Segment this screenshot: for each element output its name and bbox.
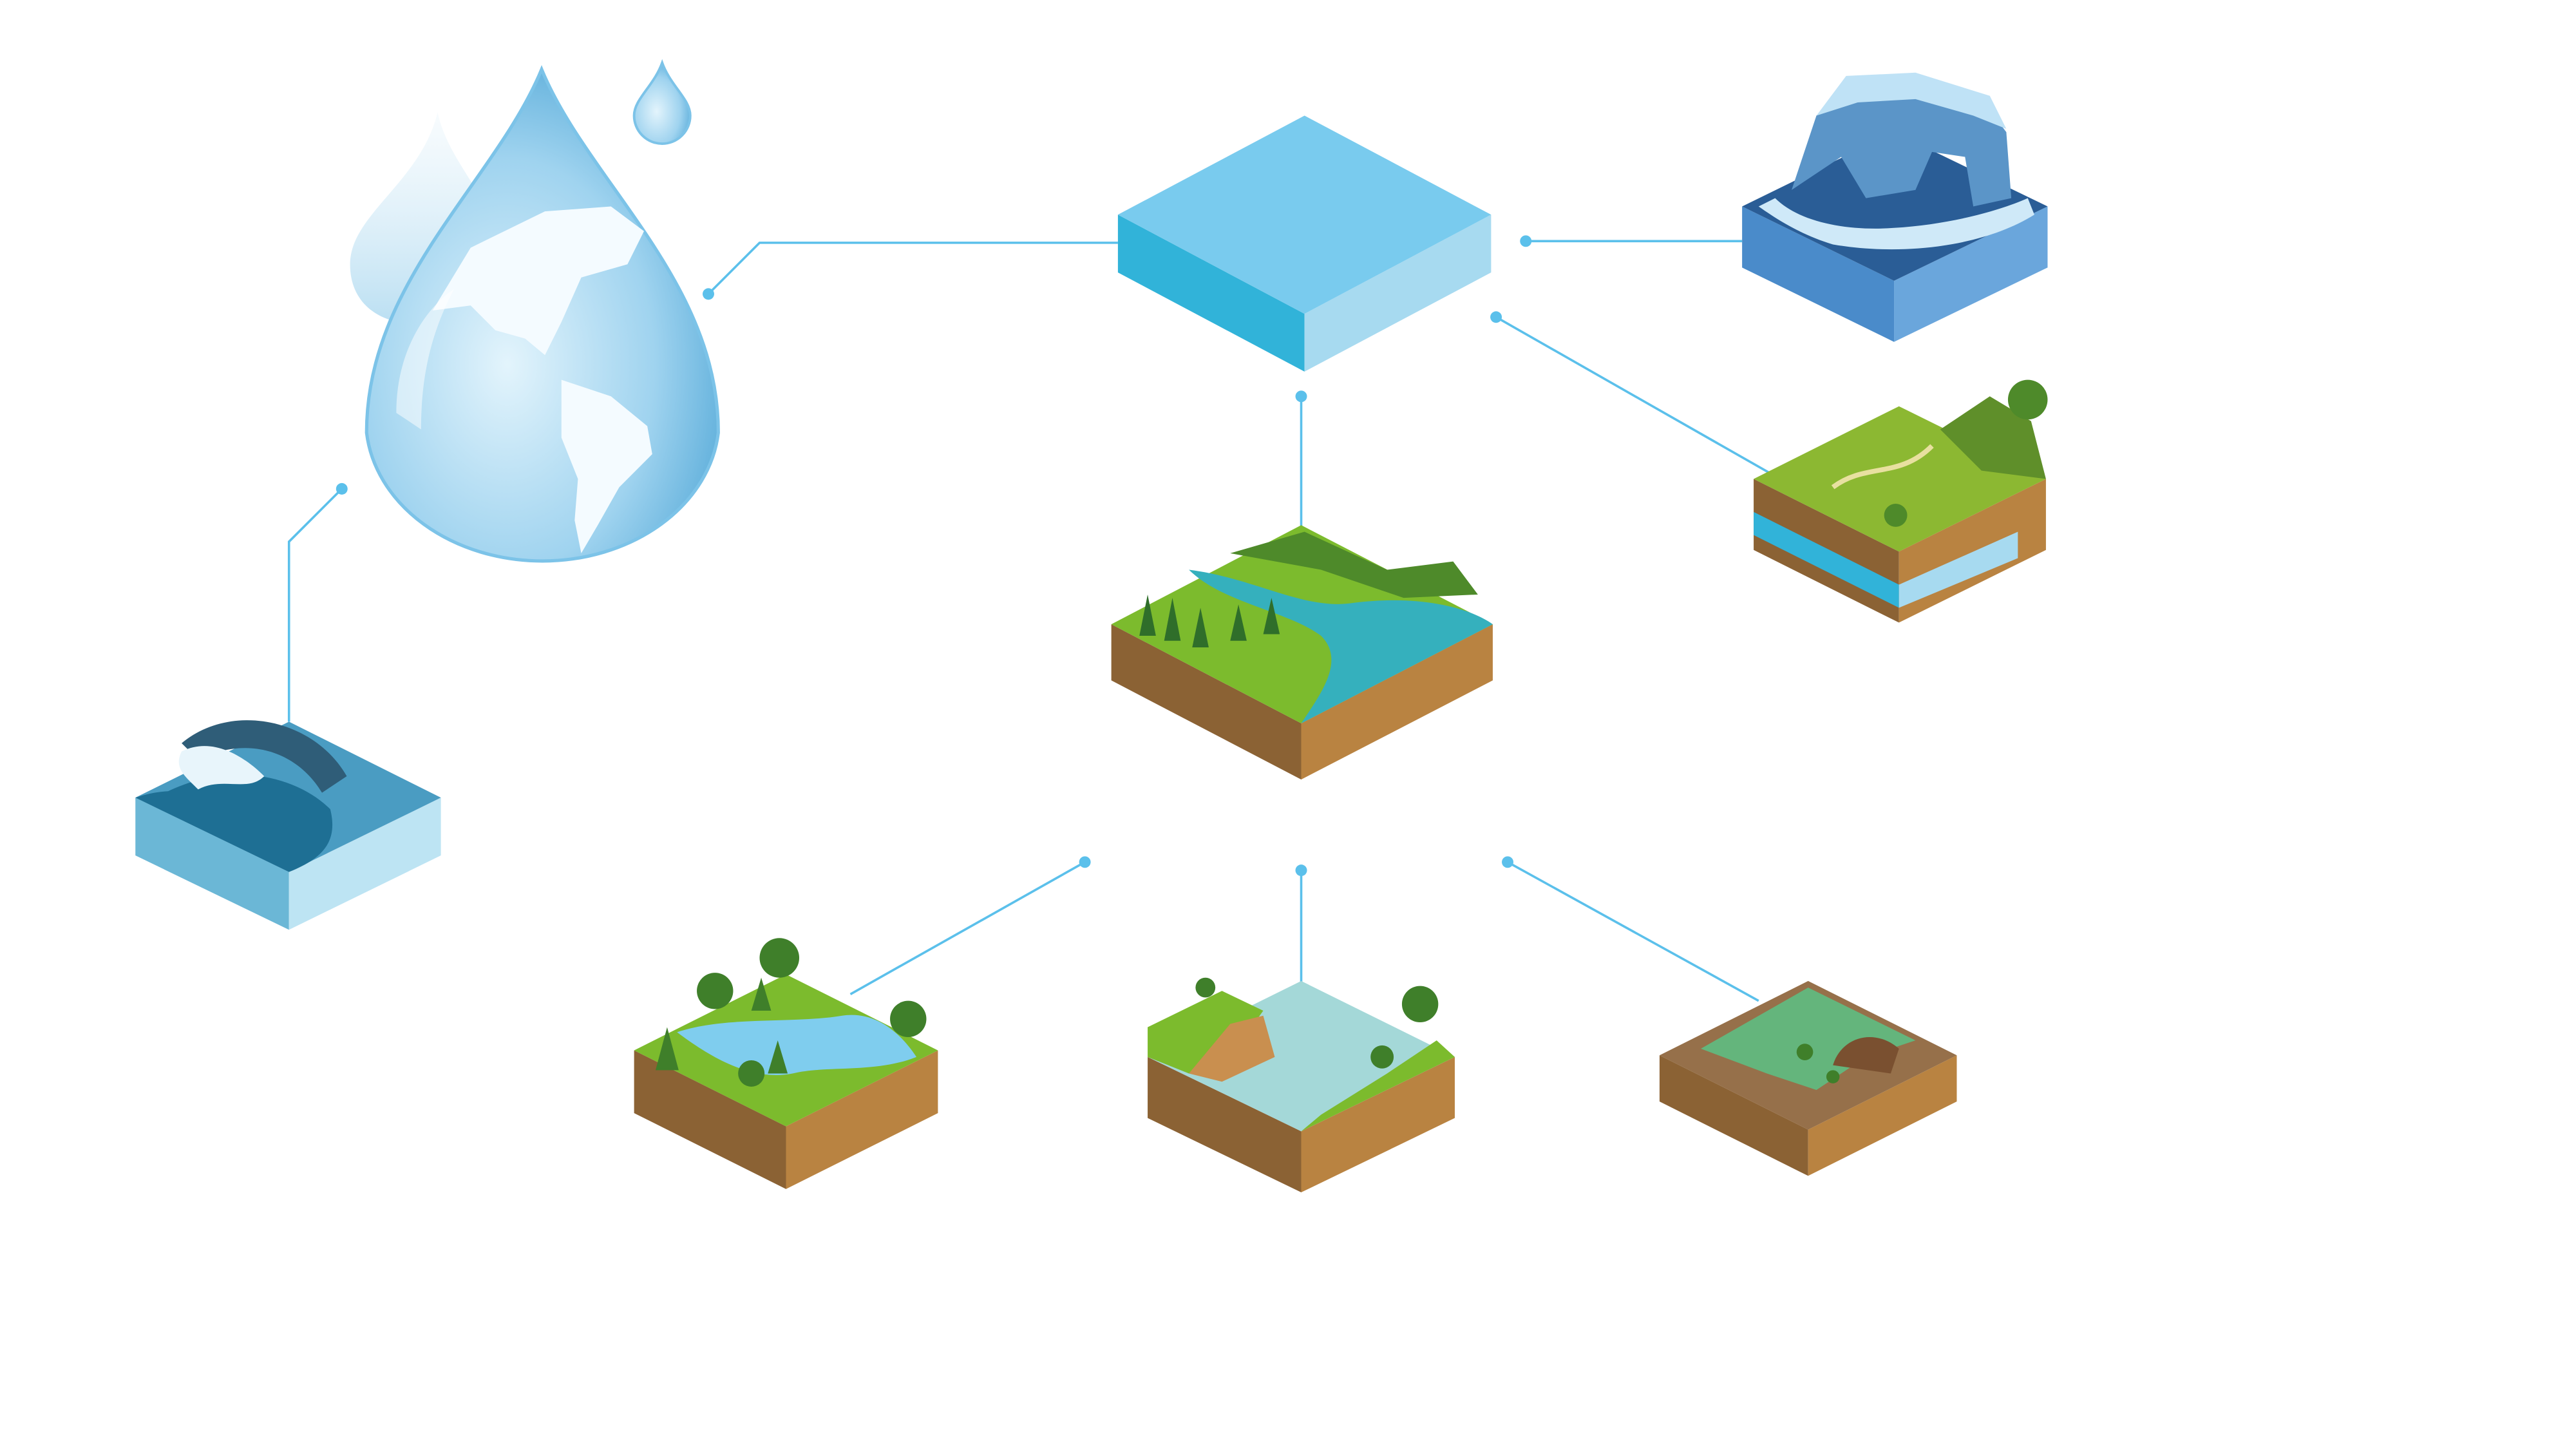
wave-crest	[182, 720, 347, 793]
link-dot	[1079, 856, 1091, 868]
ice-cap-icon	[1742, 72, 2048, 342]
water-block-icon	[1117, 115, 1492, 372]
wave-foam	[178, 746, 265, 790]
tree-icon	[1370, 1045, 1394, 1069]
aquifer-right	[1899, 531, 2018, 608]
soil-left-face	[634, 1050, 786, 1189]
aquifer-icon	[1754, 379, 2048, 623]
water-right-face	[1304, 215, 1492, 372]
link-globe-ocean	[287, 488, 343, 722]
grass-right	[1301, 1040, 1455, 1132]
marsh	[1701, 987, 1916, 1091]
forest-lake-icon	[634, 938, 938, 1189]
soil-right-face	[1301, 624, 1493, 780]
water-left-face	[1117, 215, 1305, 372]
tree-icon	[2007, 379, 2048, 420]
soil-right-face	[1301, 1056, 1455, 1193]
link-dot	[1502, 856, 1513, 868]
link-dot	[1295, 864, 1307, 877]
ice-left-face	[1742, 206, 1895, 342]
grass-left	[1148, 991, 1264, 1074]
tree-icon	[1192, 607, 1209, 648]
lake	[677, 1015, 917, 1075]
link-dot	[336, 482, 348, 495]
hills	[1230, 531, 1478, 598]
tree-icon	[1230, 604, 1247, 641]
tree-icon	[1139, 594, 1156, 636]
droplet-highlight	[396, 289, 455, 430]
burrow	[1833, 1036, 1899, 1074]
cliff-lake-icon	[1148, 977, 1455, 1193]
ice-right-face	[1894, 206, 2048, 342]
river-land-icon	[1111, 525, 1493, 780]
tree-icon	[1164, 598, 1181, 641]
americas-continent	[432, 206, 652, 553]
tree-icon	[1195, 977, 1216, 998]
link-dot	[1490, 311, 1502, 323]
ocean-right-face	[289, 797, 441, 930]
link-surface-wetland	[1507, 861, 1759, 1002]
wetland-icon	[1659, 980, 1957, 1176]
bush-icon	[1884, 503, 1908, 527]
grass-top	[1754, 406, 2046, 552]
ocean-left-face	[135, 797, 289, 930]
link-surface-forest	[849, 861, 1086, 995]
bush-icon	[1826, 1070, 1840, 1083]
soil-left-face	[1659, 1055, 1808, 1176]
link-dot	[1295, 390, 1307, 403]
trees	[1139, 594, 1280, 648]
river	[1189, 569, 1493, 723]
cliff	[1189, 1015, 1275, 1082]
link-dot	[1520, 235, 1532, 247]
small-droplet	[632, 59, 692, 145]
tree-icon	[697, 973, 734, 1009]
tree-icon	[1263, 598, 1280, 634]
tree-icon	[759, 938, 800, 978]
soil-right-face	[1808, 1055, 1957, 1176]
tree-icon	[890, 1000, 927, 1038]
ice-arch	[1792, 79, 2012, 207]
link-dot	[703, 288, 714, 300]
soil-right-face	[786, 1050, 938, 1189]
ice-snow	[1758, 198, 2034, 250]
bush-icon	[1796, 1044, 1814, 1060]
trees	[655, 938, 927, 1087]
connectors	[287, 235, 1781, 1002]
tree-icon	[768, 1040, 788, 1074]
link-globe-water	[707, 242, 1118, 295]
ocean-wave-icon	[135, 720, 441, 930]
globe-droplet-icon	[350, 59, 720, 563]
soil-left-face	[1148, 1056, 1302, 1193]
path	[1831, 444, 1934, 490]
soil-left-face	[1111, 624, 1302, 780]
tree-icon	[738, 1060, 765, 1087]
aquifer-left	[1754, 511, 1899, 608]
wave-dark	[135, 774, 333, 872]
ice-snowcap	[1816, 72, 2007, 129]
tree-icon	[1401, 986, 1439, 1022]
link-water-groundwater	[1495, 316, 1781, 481]
tree-icon	[655, 1027, 679, 1071]
tree-icon	[751, 977, 772, 1011]
